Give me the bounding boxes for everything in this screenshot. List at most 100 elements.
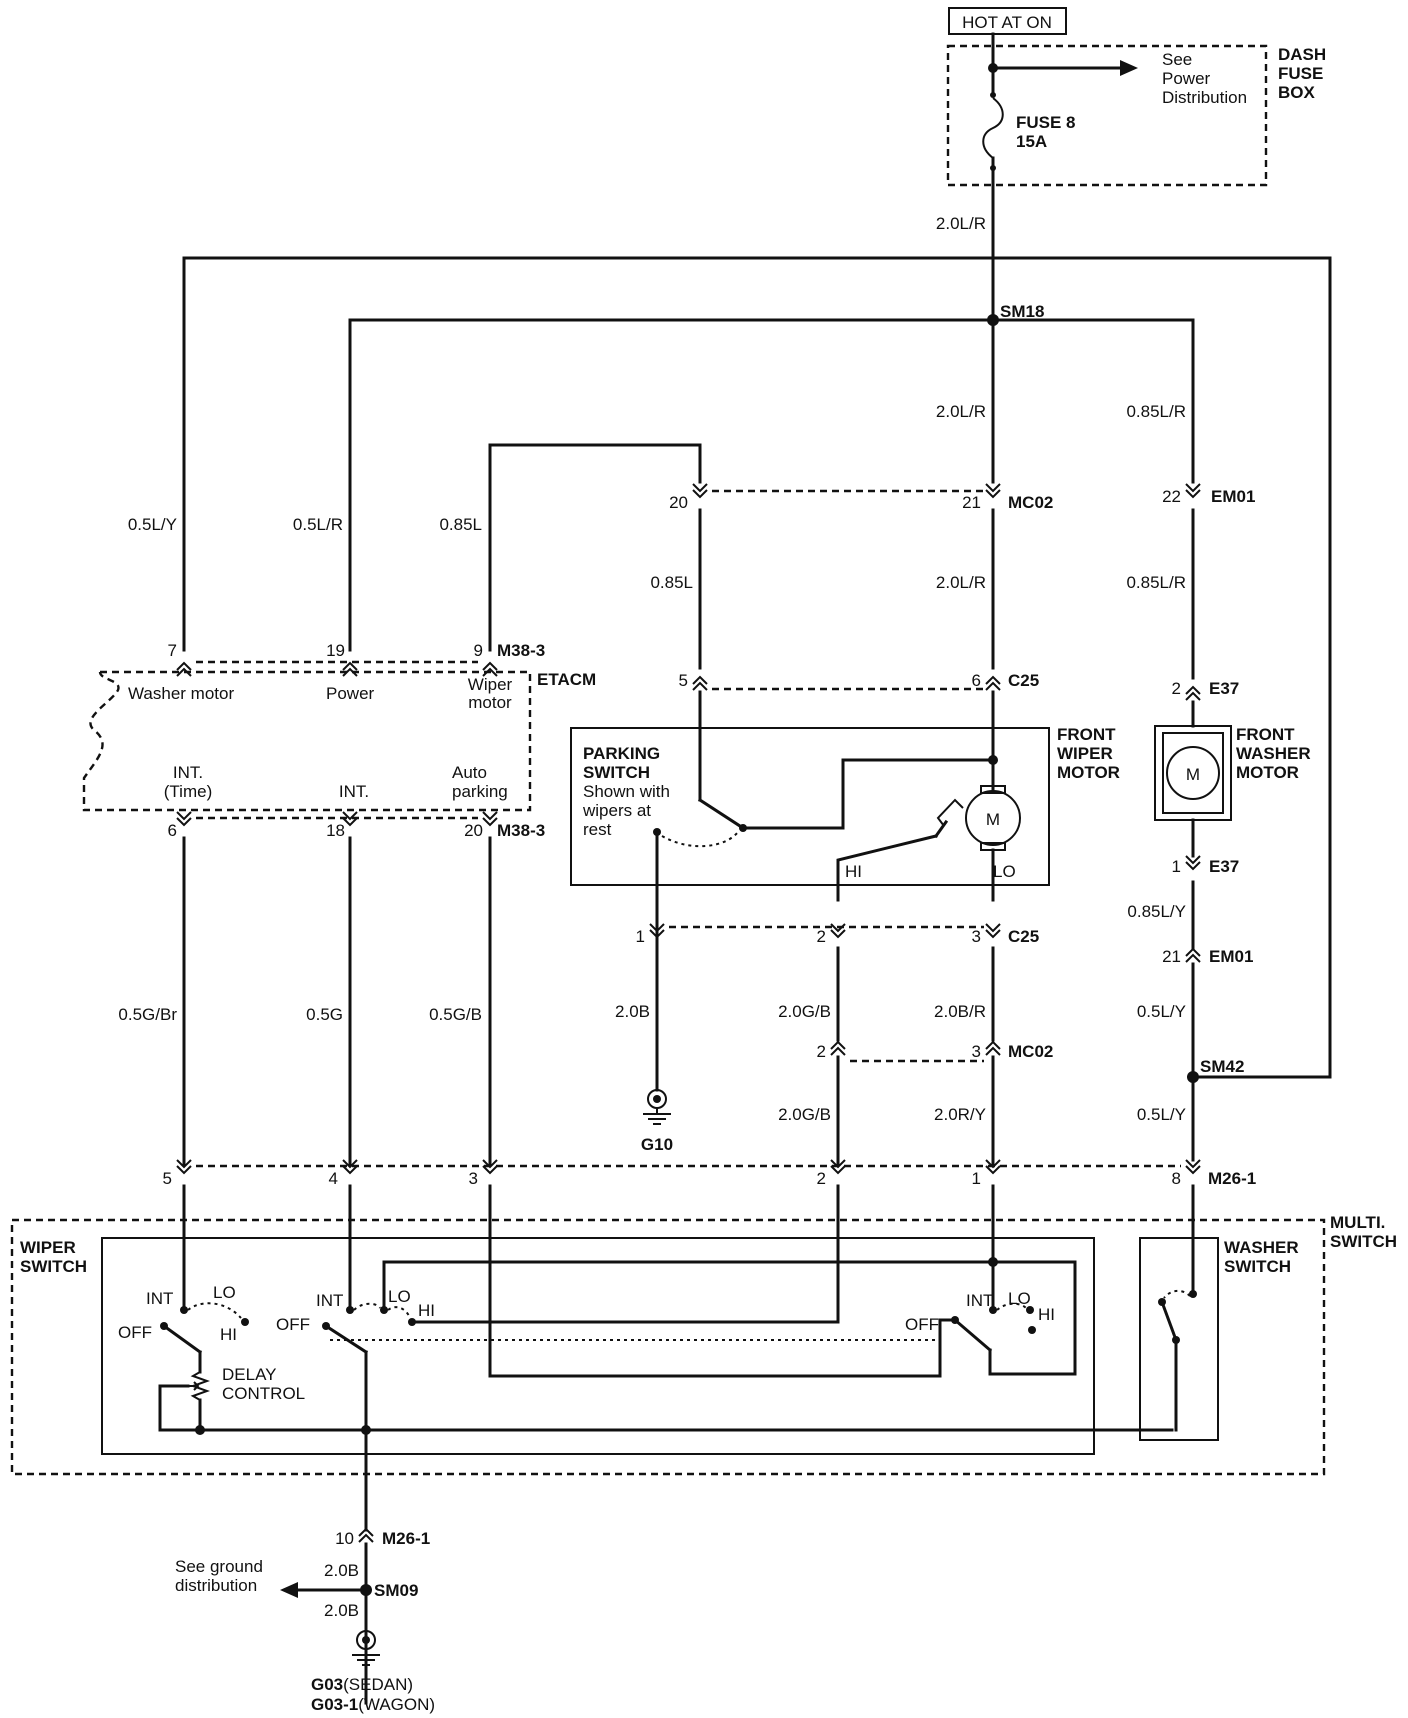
arrow-right-icon	[1120, 60, 1138, 76]
svg-text:WASHER: WASHER	[1236, 744, 1311, 763]
svg-text:1: 1	[972, 1169, 981, 1188]
svg-text:(Time): (Time)	[164, 782, 212, 801]
svg-text:INT: INT	[966, 1291, 993, 1310]
svg-text:rest: rest	[583, 820, 612, 839]
svg-text:INT: INT	[146, 1289, 173, 1308]
svg-text:SWITCH: SWITCH	[20, 1257, 87, 1276]
connector-m38-3-pin20	[482, 811, 498, 826]
svg-text:MOTOR: MOTOR	[1236, 763, 1299, 782]
svg-text:LO: LO	[1008, 1289, 1031, 1308]
multi-switch: MULTI. SWITCH WIPER SWITCH INT LO HI OFF…	[10, 1184, 1397, 1532]
svg-text:19: 19	[326, 641, 345, 660]
wiper-switch	[101, 1237, 1095, 1455]
svg-text:6: 6	[972, 671, 981, 690]
svg-text:2: 2	[817, 1042, 826, 1061]
svg-text:0.85L/R: 0.85L/R	[1126, 573, 1186, 592]
svg-text:22: 22	[1162, 487, 1181, 506]
connector-c25-3	[985, 923, 1001, 938]
svg-text:Wiper: Wiper	[468, 675, 513, 694]
svg-text:0.5L/R: 0.5L/R	[293, 515, 343, 534]
svg-text:2: 2	[817, 1169, 826, 1188]
svg-text:2.0R/Y: 2.0R/Y	[934, 1105, 986, 1124]
svg-text:5: 5	[163, 1169, 172, 1188]
connector-m38-3-pin7	[176, 662, 192, 677]
svg-text:Shown with: Shown with	[583, 782, 670, 801]
svg-text:SM18: SM18	[1000, 302, 1044, 321]
svg-text:0.85L/Y: 0.85L/Y	[1127, 902, 1186, 921]
svg-text:FRONT: FRONT	[1057, 725, 1116, 744]
svg-text:See ground: See ground	[175, 1557, 263, 1576]
splice-sm42	[1187, 1071, 1199, 1083]
svg-text:8: 8	[1172, 1169, 1181, 1188]
svg-text:0.5L/Y: 0.5L/Y	[1137, 1002, 1186, 1021]
wiper-motor-icon	[965, 790, 1021, 846]
connector-m38-3-pin6	[176, 811, 192, 826]
svg-text:M: M	[986, 810, 1000, 829]
svg-text:0.5G: 0.5G	[306, 1005, 343, 1024]
svg-text:7: 7	[168, 641, 177, 660]
washer-motor-icon	[1166, 746, 1220, 800]
svg-text:0.5G/B: 0.5G/B	[429, 1005, 482, 1024]
svg-text:INT.: INT.	[339, 782, 369, 801]
svg-text:2: 2	[817, 927, 826, 946]
parking-switch-blade	[697, 797, 746, 831]
svg-text:5: 5	[679, 671, 688, 690]
svg-text:Washer motor: Washer motor	[128, 684, 234, 703]
svg-text:C25: C25	[1008, 927, 1039, 946]
svg-text:2.0L/R: 2.0L/R	[936, 402, 986, 421]
svg-text:LO: LO	[388, 1287, 411, 1306]
ground-g10-icon	[642, 1089, 672, 1125]
svg-text:6: 6	[168, 821, 177, 840]
svg-text:0.5G/Br: 0.5G/Br	[118, 1005, 177, 1024]
svg-text:E37: E37	[1209, 857, 1239, 876]
svg-text:1: 1	[636, 927, 645, 946]
svg-text:Auto: Auto	[452, 763, 487, 782]
connector-em01-21	[1185, 948, 1201, 963]
svg-text:2.0B/R: 2.0B/R	[934, 1002, 986, 1021]
washer-switch-blade	[1160, 1300, 1178, 1342]
dash-fuse-box: DASH FUSE BOX See Power Distribution FUS…	[946, 44, 1326, 187]
svg-text:1: 1	[1172, 857, 1181, 876]
svg-text:MULTI.: MULTI.	[1330, 1213, 1385, 1232]
fuse-icon	[982, 97, 1004, 159]
svg-text:See: See	[1162, 50, 1192, 69]
svg-text:HI: HI	[418, 1301, 435, 1320]
front-wiper-motor: FRONT WIPER MOTOR PARKING SWITCH Shown w…	[570, 725, 1120, 1092]
connector-m26-1-pin8	[1185, 1159, 1201, 1174]
svg-text:SM42: SM42	[1200, 1057, 1244, 1076]
svg-text:M: M	[1186, 765, 1200, 784]
etacm-module: 7 19 9 M38-3 ETACM Washer motor Power Wi…	[82, 641, 596, 840]
svg-text:20: 20	[464, 821, 483, 840]
connector-e37-2	[1185, 686, 1201, 701]
supply-label: HOT AT ON	[948, 7, 1067, 35]
svg-text:0.85L/R: 0.85L/R	[1126, 402, 1186, 421]
svg-text:WIPER: WIPER	[1057, 744, 1113, 763]
svg-text:BOX: BOX	[1278, 83, 1316, 102]
svg-text:10: 10	[335, 1529, 354, 1548]
svg-text:2.0G/B: 2.0G/B	[778, 1105, 831, 1124]
svg-text:OFF: OFF	[118, 1323, 152, 1342]
connector-c25-6	[985, 676, 1001, 691]
svg-text:WIPER: WIPER	[20, 1238, 76, 1257]
svg-text:INT.: INT.	[173, 763, 203, 782]
svg-text:20: 20	[669, 493, 688, 512]
connector-mc02-2	[830, 1041, 846, 1056]
connector-mc02-20	[692, 483, 708, 498]
svg-text:18: 18	[326, 821, 345, 840]
ground-g03-1-label: G03-1(WAGON)	[311, 1695, 435, 1714]
svg-text:Power: Power	[1162, 69, 1211, 88]
svg-text:Distribution: Distribution	[1162, 88, 1247, 107]
svg-text:0.85L: 0.85L	[650, 573, 693, 592]
svg-text:SWITCH: SWITCH	[1224, 1257, 1291, 1276]
svg-text:0.85L: 0.85L	[439, 515, 482, 534]
svg-text:SWITCH: SWITCH	[1330, 1232, 1397, 1251]
svg-text:M26-1: M26-1	[1208, 1169, 1256, 1188]
svg-text:4: 4	[329, 1169, 338, 1188]
arrow-left-icon	[280, 1582, 298, 1598]
svg-text:LO: LO	[993, 862, 1016, 881]
svg-text:E37: E37	[1209, 679, 1239, 698]
svg-text:15A: 15A	[1016, 132, 1047, 151]
svg-text:PARKING: PARKING	[583, 744, 660, 763]
svg-text:parking: parking	[452, 782, 508, 801]
